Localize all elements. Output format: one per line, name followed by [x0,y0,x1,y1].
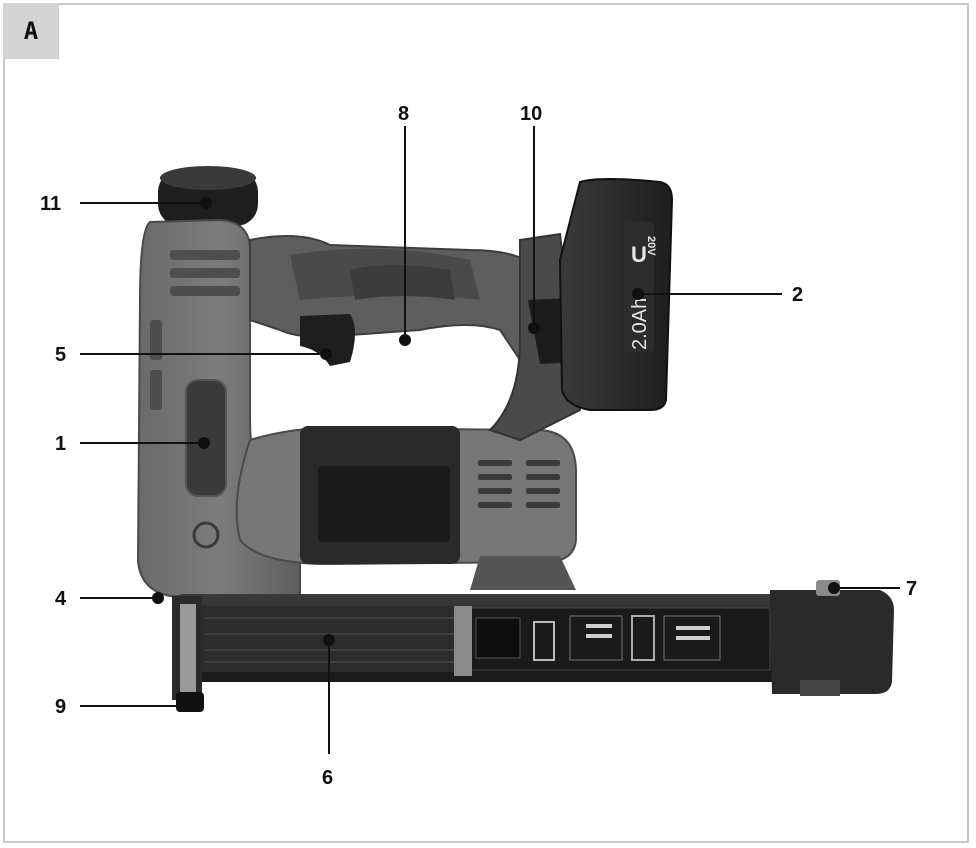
callout-11: 11 [40,193,61,215]
callout-9: 9 [55,696,66,718]
battery-voltage: 20V [645,236,657,256]
callout-1: 1 [55,433,66,455]
head-ribs [150,250,240,410]
battery-logo: U [631,242,647,267]
callout-10: 10 [520,103,542,125]
magazine-end-cap [770,590,894,694]
callout-lines [80,126,900,754]
vents [478,460,560,508]
callout-5: 5 [55,344,66,366]
callout-6: 6 [322,767,333,789]
callout-8: 8 [398,103,409,125]
callout-4: 4 [55,588,67,610]
tool-illustration: U 20V 2.0Ah [136,166,894,712]
battery-capacity: 2.0Ah [629,298,651,350]
callout-2: 2 [792,284,803,306]
trigger [300,314,355,366]
callout-labels: 11 8 10 2 5 1 4 7 9 6 [40,103,917,789]
panel-label: A [3,3,59,59]
callout-7: 7 [906,578,917,600]
